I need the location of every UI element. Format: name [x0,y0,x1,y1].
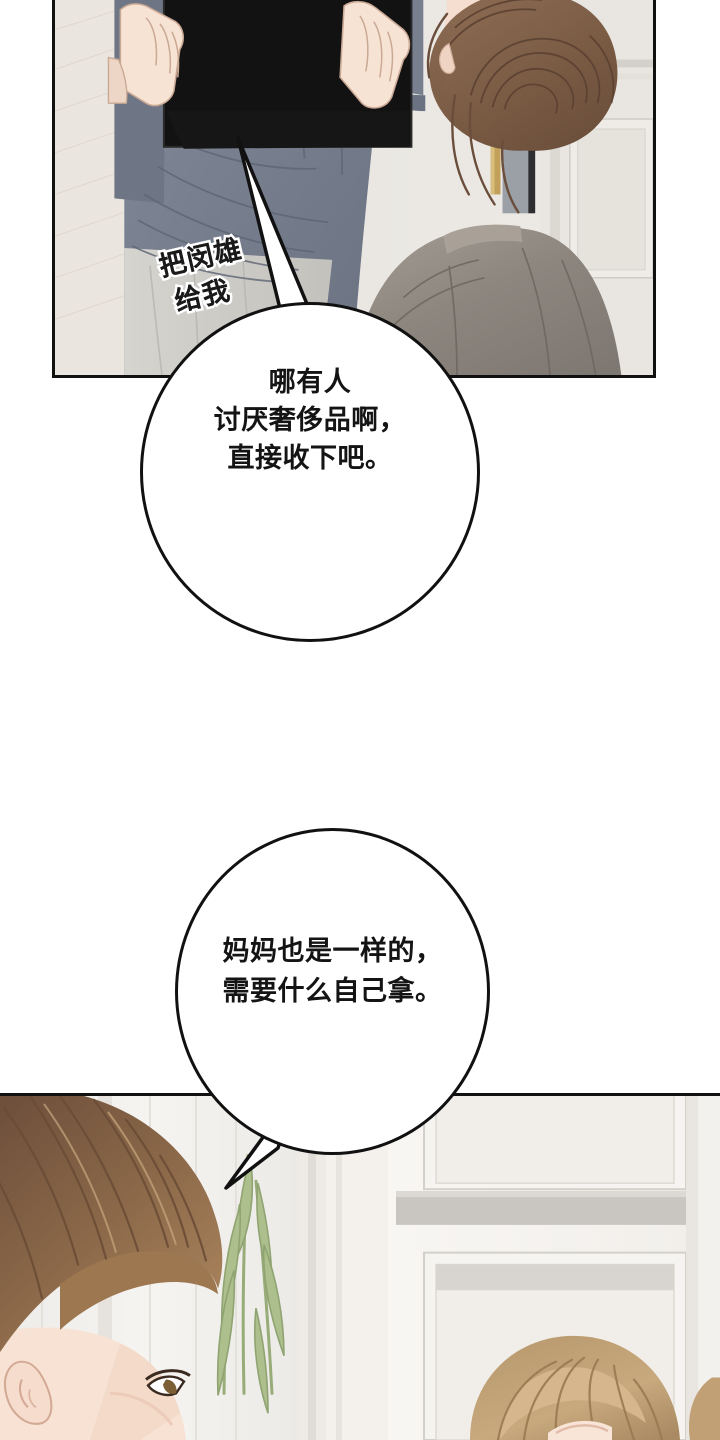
speech-bubble-2-text: 妈妈也是一样的， 需要什么自己拿。 [222,936,443,1006]
speech-bubble-2: 妈妈也是一样的， 需要什么自己拿。 [175,828,490,1155]
comic-panel-top [52,0,656,378]
panel-top-artwork [55,0,653,375]
panel-bottom-artwork [0,1096,720,1440]
sfx-hand-lettering: 把闵雄 把闵雄 给我 给我 [150,231,280,324]
speech-bubble-1: 哪有人 讨厌奢侈品啊， 直接收下吧。 [140,302,480,642]
speech-bubble-1-text: 哪有人 讨厌奢侈品啊， 直接收下吧。 [213,367,407,473]
